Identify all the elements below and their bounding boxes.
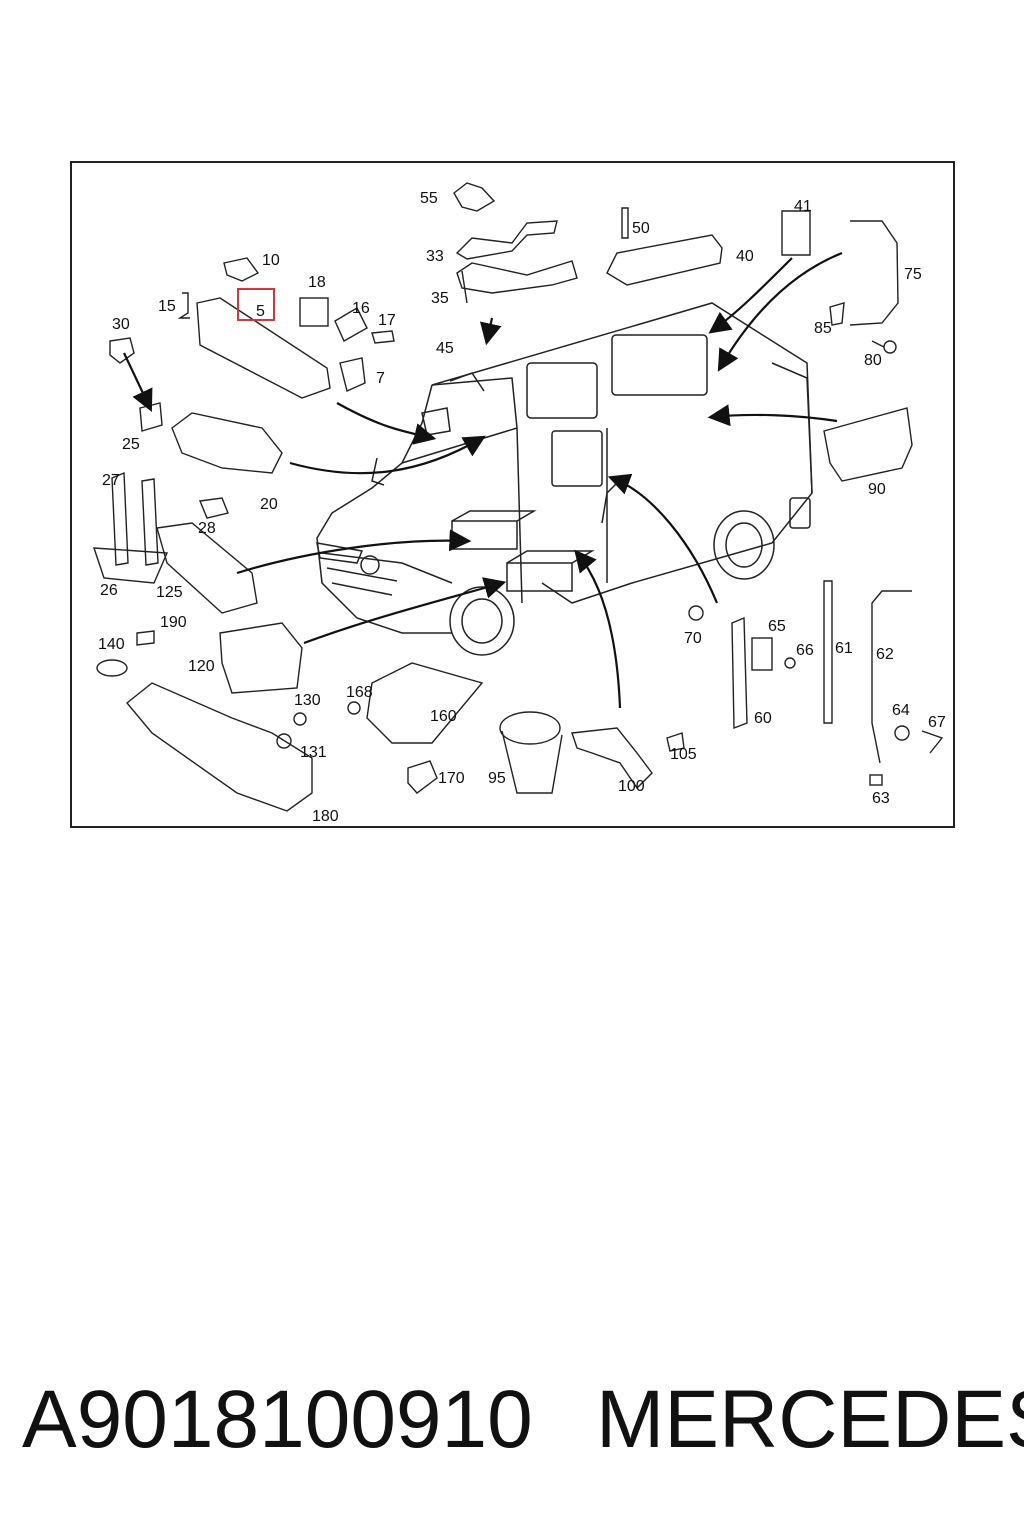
callout-labels: 55 50 41 75 33 40 10 18 16 17 15 5 35 85… xyxy=(98,190,946,825)
callout-95: 95 xyxy=(488,770,506,787)
callout-18: 18 xyxy=(308,274,326,291)
callout-90: 90 xyxy=(868,481,886,498)
callout-180: 180 xyxy=(312,808,339,825)
callout-130: 130 xyxy=(294,692,321,709)
callout-67: 67 xyxy=(928,714,946,731)
callout-160: 160 xyxy=(430,708,457,725)
callout-170: 170 xyxy=(438,770,465,787)
highlight-box xyxy=(237,288,275,321)
callout-64: 64 xyxy=(892,702,910,719)
callout-85: 85 xyxy=(814,320,832,337)
callout-131: 131 xyxy=(300,744,327,761)
callout-35: 35 xyxy=(431,290,449,307)
callout-120: 120 xyxy=(188,658,215,675)
callout-66: 66 xyxy=(796,642,814,659)
callout-50: 50 xyxy=(632,220,650,237)
callout-190: 190 xyxy=(160,614,187,631)
callout-62: 62 xyxy=(876,646,894,663)
exploded-parts-diagram: 55 50 41 75 33 40 10 18 16 17 15 5 35 85… xyxy=(93,182,946,825)
callout-26: 26 xyxy=(100,582,118,599)
callout-63: 63 xyxy=(872,790,890,807)
callout-75: 75 xyxy=(904,266,922,283)
callout-100: 100 xyxy=(618,778,645,795)
callout-61: 61 xyxy=(835,640,853,657)
callout-125: 125 xyxy=(156,584,183,601)
callout-15: 15 xyxy=(158,298,176,315)
callout-5: 5 xyxy=(256,303,265,320)
callout-140: 140 xyxy=(98,636,125,653)
callout-55: 55 xyxy=(420,190,438,207)
parts-diagram-frame: 55 50 41 75 33 40 10 18 16 17 15 5 35 85… xyxy=(70,161,955,828)
callout-40: 40 xyxy=(736,248,754,265)
callout-25: 25 xyxy=(122,436,140,453)
van-illustration xyxy=(316,302,813,656)
callout-16: 16 xyxy=(352,300,370,317)
callout-45: 45 xyxy=(436,340,454,357)
leader-arrows xyxy=(123,251,843,709)
callout-30: 30 xyxy=(112,316,130,333)
part-number: A9018100910 xyxy=(22,1374,533,1465)
callout-28: 28 xyxy=(198,520,216,537)
callout-168: 168 xyxy=(346,684,373,701)
callout-70: 70 xyxy=(684,630,702,647)
callout-10: 10 xyxy=(262,252,280,269)
callout-33: 33 xyxy=(426,248,444,265)
footer: A9018100910 MERCEDES xyxy=(0,1370,1024,1480)
callout-17: 17 xyxy=(378,312,396,329)
brand-name: MERCEDES xyxy=(596,1374,1024,1465)
parts-drawings xyxy=(93,182,944,812)
callout-27: 27 xyxy=(102,472,120,489)
callout-65: 65 xyxy=(768,618,786,635)
callout-7: 7 xyxy=(376,370,385,387)
callout-41: 41 xyxy=(794,198,812,215)
callout-80: 80 xyxy=(864,352,882,369)
callout-20: 20 xyxy=(260,496,278,513)
callout-60: 60 xyxy=(754,710,772,727)
callout-105: 105 xyxy=(670,746,697,763)
